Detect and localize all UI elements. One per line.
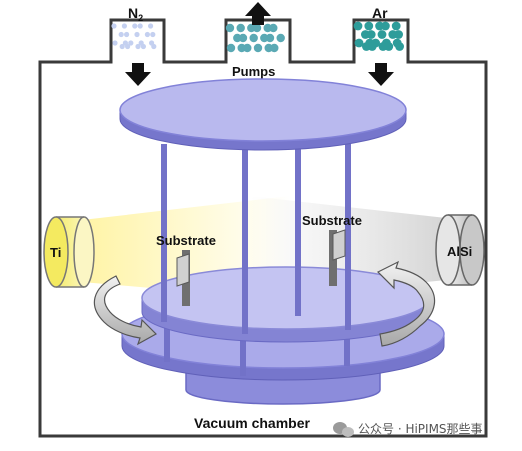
gas-particle [121,23,127,29]
n2-inlet-arrow-icon [125,63,151,86]
gas-particle [135,43,141,50]
gas-particle [253,43,263,53]
gas-particle [364,21,374,31]
support-rod [345,144,351,330]
support-rod [242,146,248,334]
gas-particle [238,33,248,43]
support-rod [295,146,301,316]
ar-inlet-arrow-icon [368,63,394,86]
gas-particle [225,23,235,33]
gas-particle [353,21,363,31]
substrate-holder-left [176,250,190,306]
gas-particle [148,23,154,29]
gas-particle [270,43,279,53]
lower-rod [344,326,350,366]
ar-label: Ar [372,5,388,21]
gas-particle [394,30,403,39]
n2-label: N2 [128,5,143,23]
gas-particle [137,23,143,29]
gas-particle [391,21,401,31]
gas-particle [125,43,131,50]
watermark: 公众号 · HiPIMS那些事 [333,422,483,437]
gas-particle [249,33,258,43]
gas-particle [144,31,150,38]
gas-particle [140,43,146,50]
gas-particle [395,42,404,51]
substrate-holder-right [329,229,346,286]
ti-label: Ti [50,245,61,260]
watermark-text: 公众号 · HiPIMS那些事 [358,422,483,436]
lower-rod [240,330,246,376]
chamber-outline [38,18,488,438]
gas-particle [112,40,118,46]
gas-particle [119,43,125,50]
gas-particle [276,33,285,43]
gas-particle [236,23,245,33]
gas-particle [150,31,156,38]
gas-particle [377,30,387,39]
gas-particle [243,43,252,53]
gas-particle [265,33,275,43]
substrate-label-right: Substrate [302,213,362,228]
alsi-label: AlSi [447,244,472,259]
gas-particle [367,42,377,51]
gas-particle [111,23,117,29]
gas-particle [354,38,364,48]
gas-particle [118,31,124,38]
n2-gas-particles [111,23,157,50]
gas-particle [134,31,140,38]
gas-particle [132,23,138,29]
gas-particle [151,43,157,50]
chamber-label: Vacuum chamber [194,415,310,431]
alsi-target [435,214,485,286]
lower-rod [164,320,170,362]
pump-gas-particles [225,23,285,53]
rotation-arrow-left-icon [93,275,157,346]
gas-particle [128,40,134,46]
ti-target [43,216,95,288]
top-disk [119,78,407,151]
ar-gas-particles [353,21,404,51]
pumps-label: Pumps [232,64,275,79]
wechat-icon [333,422,354,437]
gas-particle [366,30,376,39]
gas-particle [269,23,278,33]
rotating-table [121,266,445,405]
support-rod [161,144,167,322]
gas-particle [252,23,262,33]
pump-outlet-arrow-icon [245,2,271,25]
rotation-arrow-right-icon [376,260,436,347]
gas-particle [124,31,130,38]
gas-particle [384,42,394,51]
substrate-label-left: Substrate [156,233,216,248]
gas-particle [226,43,236,53]
gas-particle [381,21,390,31]
